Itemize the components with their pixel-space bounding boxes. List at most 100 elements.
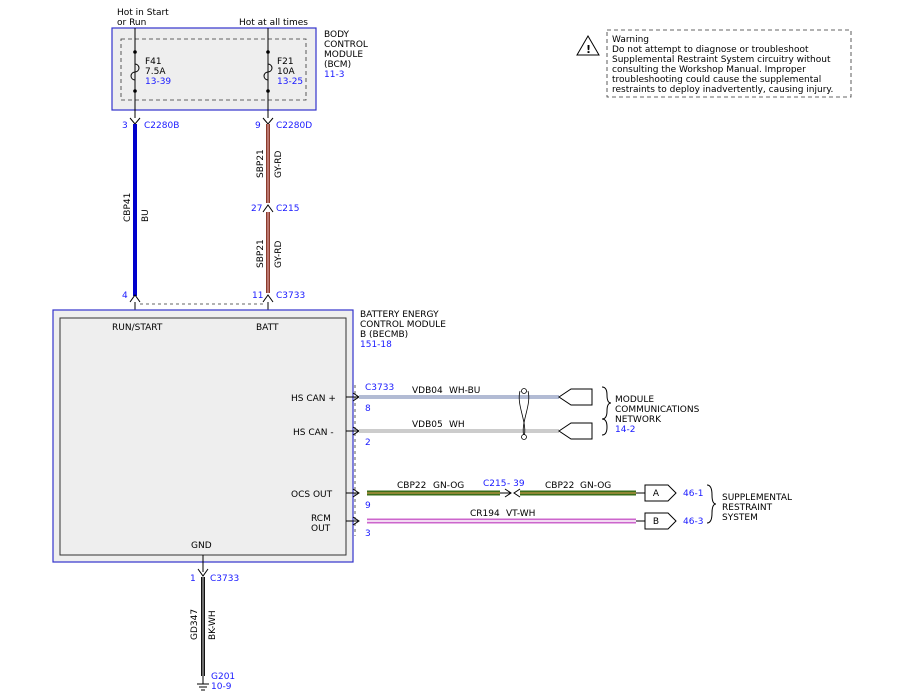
fuse-f41-id: F41 xyxy=(145,57,162,67)
c215-name: C215 xyxy=(276,204,299,214)
becmb-name-1: BATTERY ENERGY xyxy=(360,310,439,320)
fuse-f21-id: F21 xyxy=(277,57,294,67)
network-ref: 14-2 xyxy=(615,425,635,435)
fuse-f21-icon xyxy=(263,63,273,81)
c215-inline-pin: - 39 xyxy=(507,479,525,489)
c3733-pin4: 4 xyxy=(122,291,128,301)
wire-gd347-color: BK-WH xyxy=(208,610,218,640)
warning-line-3: consulting the Workshop Manual. Improper xyxy=(612,65,806,75)
twisted-pair-icon xyxy=(518,390,526,438)
cbp22-a-circuit: CBP22 xyxy=(397,481,426,491)
srs-name-1: SUPPLEMENTAL xyxy=(722,493,792,503)
wire-gd347-circuit: GD347 xyxy=(190,609,200,640)
connector-c3733-pin11-icon xyxy=(262,294,274,303)
rcm-connector-icon xyxy=(352,516,360,526)
srs-tag-b: B xyxy=(653,517,659,527)
warning-line-1: Do not attempt to diagnose or troublesho… xyxy=(612,45,809,55)
can-plus-pin: 8 xyxy=(365,404,371,414)
fuse-f21-rating: 10A xyxy=(277,67,295,77)
network-connector-plus-icon xyxy=(558,388,593,406)
ground-ref: 10-9 xyxy=(211,682,232,692)
wire-cbp41-color: BU xyxy=(141,209,151,222)
c2280b-name: C2280B xyxy=(144,121,179,131)
cbp22-b-color: GN-OG xyxy=(580,481,611,491)
connector-c2280b-icon xyxy=(129,117,141,125)
hot-at-all-times-label: Hot at all times xyxy=(239,18,308,28)
network-connector-minus-icon xyxy=(558,422,593,440)
pin-run-start: RUN/START xyxy=(112,323,163,333)
connector-c3733-gnd-icon xyxy=(197,568,209,577)
network-name-3: NETWORK xyxy=(615,415,662,425)
srs-brace-icon xyxy=(706,484,717,524)
bcm-name-3: MODULE xyxy=(324,50,363,60)
pin-rcm-out-1: RCM xyxy=(311,514,331,524)
vdb04-circuit: VDB04 xyxy=(412,386,443,396)
connector-c3733-pin4-icon xyxy=(129,294,141,303)
hot-in-start-label-2: or Run xyxy=(117,18,146,28)
ocs-connector-icon xyxy=(352,488,360,498)
c215-pin: 27 xyxy=(251,204,262,214)
network-brace-icon xyxy=(601,386,612,436)
cr194-color: VT-WH xyxy=(506,509,535,519)
fuse-f41-ref: 13-39 xyxy=(145,77,171,87)
wire-cbp41-circuit: CBP41 xyxy=(123,193,133,222)
pin-hs-can-minus: HS CAN - xyxy=(293,428,334,438)
c3733-gnd-name: C3733 xyxy=(210,574,239,584)
pin-hs-can-plus: HS CAN + xyxy=(291,394,336,404)
hot-in-start-label-1: Hot in Start xyxy=(117,8,169,18)
cbp22-a-color: GN-OG xyxy=(433,481,464,491)
bcm-module-box xyxy=(111,27,317,111)
c215-inline-name: C215 xyxy=(483,479,506,489)
c3733-name-right: C3733 xyxy=(365,383,394,393)
ground-name: G201 xyxy=(211,672,235,682)
becmb-ref: 151-18 xyxy=(360,340,392,350)
vdb05-color: WH xyxy=(449,420,465,430)
becmb-inner-box xyxy=(59,317,347,556)
svg-text:!: ! xyxy=(586,43,591,56)
bcm-name-1: BODY xyxy=(324,30,350,40)
pin-gnd: GND xyxy=(191,541,212,551)
c3733-name-top: C3733 xyxy=(276,291,305,301)
wire-sbp21-lower-circuit: SBP21 xyxy=(256,239,266,268)
warning-box xyxy=(606,29,852,98)
ocs-pin: 9 xyxy=(365,501,371,511)
srs-tag-a: A xyxy=(653,489,660,499)
warning-title: Warning xyxy=(612,35,649,45)
srs-name-2: RESTRAINT xyxy=(722,503,773,513)
vdb04-color: WH-BU xyxy=(449,386,480,396)
becmb-name-3: B (BECMB) xyxy=(360,330,408,340)
bcm-fuse-box xyxy=(120,38,307,101)
c3733-pin11: 11 xyxy=(252,291,263,301)
srs-tag-b-icon xyxy=(644,512,677,530)
fuse-f41-rating: 7.5A xyxy=(145,67,166,77)
connector-c215-icon xyxy=(262,204,274,213)
warning-line-4: troubleshooting could cause the suppleme… xyxy=(612,75,821,85)
cr194-circuit: CR194 xyxy=(470,509,500,519)
network-name-2: COMMUNICATIONS xyxy=(615,405,700,415)
pin-ocs-out: OCS OUT xyxy=(291,490,333,500)
pin-batt: BATT xyxy=(256,323,279,333)
bcm-name-2: CONTROL xyxy=(324,40,368,50)
fuse-f21-ref: 13-25 xyxy=(277,77,303,87)
wire-sbp21-lower-color: GY-RD xyxy=(274,241,284,268)
wire-sbp21-upper-circuit: SBP21 xyxy=(256,149,266,178)
vdb05-circuit: VDB05 xyxy=(412,420,443,430)
network-name-1: MODULE xyxy=(615,395,654,405)
rcm-pin: 3 xyxy=(365,529,371,539)
can-minus-pin: 2 xyxy=(365,438,371,448)
warning-line-2: Supplemental Restraint System circuitry … xyxy=(612,55,831,65)
cbp22-b-circuit: CBP22 xyxy=(545,481,574,491)
srs-tag-a-icon xyxy=(644,484,677,502)
srs-ref-a: 46-1 xyxy=(683,489,703,499)
warning-triangle-icon xyxy=(576,35,600,56)
c3733-gnd-pin: 1 xyxy=(190,574,196,584)
fuse-f41-icon xyxy=(130,63,140,81)
c2280b-pin: 3 xyxy=(122,121,128,131)
srs-name-3: SYSTEM xyxy=(722,513,758,523)
bcm-name-4: (BCM) xyxy=(324,60,351,70)
becmb-name-2: CONTROL MODULE xyxy=(360,320,446,330)
c2280d-pin: 9 xyxy=(255,121,261,131)
bcm-ref: 11-3 xyxy=(324,70,344,80)
srs-ref-b: 46-3 xyxy=(683,517,703,527)
